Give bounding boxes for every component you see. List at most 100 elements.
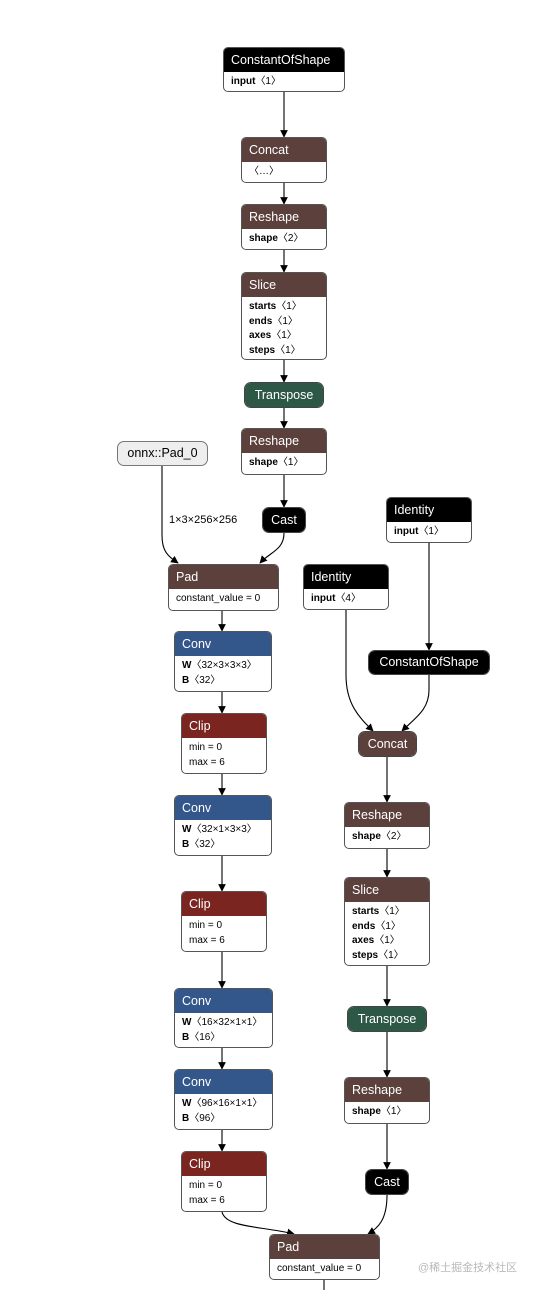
graph-input-node[interactable]: onnx::Pad_0	[117, 441, 208, 466]
attr-row: B〈32〉	[182, 674, 264, 689]
node-title: Concat	[242, 138, 326, 162]
attr-row: 〈…〉	[249, 165, 319, 180]
attr-row: input〈4〉	[311, 592, 381, 607]
node-conv[interactable]: Conv W〈16×32×1×1〉 B〈16〉	[174, 988, 273, 1048]
node-title: Conv	[175, 632, 271, 656]
attr-value: min = 0	[189, 1180, 223, 1191]
node-transpose[interactable]: Transpose	[347, 1006, 427, 1032]
attr-value: 〈96×16×1×1〉	[191, 1098, 263, 1109]
node-clip[interactable]: Clip min = 0 max = 6	[181, 891, 267, 952]
node-conv[interactable]: Conv W〈32×1×3×3〉 B〈32〉	[174, 795, 272, 856]
node-slice[interactable]: Slice starts〈1〉 ends〈1〉 axes〈1〉 steps〈1〉	[344, 877, 430, 966]
node-concat[interactable]: Concat	[358, 731, 417, 757]
node-clip[interactable]: Clip min = 0 max = 6	[181, 1151, 267, 1212]
attr-key: W	[182, 660, 192, 671]
attr-key: ends	[249, 315, 273, 327]
node-reshape[interactable]: Reshape shape〈1〉	[344, 1077, 430, 1124]
attr-row: min = 0	[189, 919, 259, 934]
node-reshape[interactable]: Reshape shape〈2〉	[344, 802, 430, 849]
attr-key: shape	[249, 233, 278, 244]
attr-value: 〈16〉	[189, 1031, 221, 1043]
attr-key: W	[182, 1098, 192, 1109]
node-clip[interactable]: Clip min = 0 max = 6	[181, 713, 267, 774]
edge	[221, 1211, 295, 1237]
attr-value: max = 6	[189, 934, 225, 946]
node-cast[interactable]: Cast	[262, 507, 306, 533]
attr-row: B〈96〉	[182, 1112, 265, 1127]
attr-key: shape	[352, 1106, 381, 1117]
node-identity[interactable]: Identity input〈1〉	[386, 497, 472, 543]
edge-label: 1×3×256×256	[169, 514, 238, 526]
attr-row: input〈1〉	[231, 75, 337, 90]
node-title: Identity	[304, 565, 388, 589]
attr-key: shape	[352, 831, 381, 842]
attr-key: axes	[352, 935, 375, 946]
node-concat[interactable]: Concat 〈…〉	[241, 137, 327, 183]
attr-key: W	[182, 824, 192, 835]
attr-key: W	[182, 1017, 192, 1028]
attr-row: constant_value = 0	[277, 1262, 372, 1277]
attr-value: constant_value = 0	[277, 1263, 362, 1274]
attr-row: steps〈1〉	[352, 949, 422, 964]
node-title: Conv	[175, 1070, 272, 1094]
watermark: @稀土掘金技术社区	[418, 1262, 518, 1274]
attr-row: W〈32×1×3×3〉	[182, 823, 264, 838]
node-title: Clip	[182, 892, 266, 916]
attr-key: ends	[352, 920, 376, 932]
node-title: Clip	[182, 1152, 266, 1176]
attr-row: shape〈2〉	[249, 232, 319, 247]
attr-value: 〈…〉	[249, 166, 279, 177]
node-transpose[interactable]: Transpose	[244, 382, 324, 408]
node-cast[interactable]: Cast	[365, 1169, 409, 1195]
node-title: Conv	[175, 796, 271, 820]
edge	[367, 1194, 388, 1235]
attr-row: min = 0	[189, 1179, 259, 1194]
node-slice[interactable]: Slice starts〈1〉 ends〈1〉 axes〈1〉 steps〈1〉	[241, 272, 327, 360]
node-constantofshape[interactable]: ConstantOfShape	[368, 650, 490, 675]
edge	[401, 675, 430, 732]
attr-row: shape〈1〉	[352, 1105, 422, 1120]
attr-row: B〈32〉	[182, 838, 264, 853]
attr-value: 〈32〉	[189, 838, 221, 850]
attr-key: B	[182, 674, 190, 686]
node-reshape[interactable]: Reshape shape〈1〉	[241, 428, 327, 475]
node-reshape[interactable]: Reshape shape〈2〉	[241, 204, 327, 250]
attr-value: 〈1〉	[379, 906, 405, 917]
node-conv[interactable]: Conv W〈96×16×1×1〉 B〈96〉	[174, 1069, 273, 1130]
node-title: Pad	[169, 565, 278, 589]
attr-value: max = 6	[189, 1194, 225, 1206]
node-title: ConstantOfShape	[224, 48, 344, 72]
node-conv[interactable]: Conv W〈32×3×3×3〉 B〈32〉	[174, 631, 272, 692]
node-pad[interactable]: Pad constant_value = 0	[269, 1234, 380, 1280]
node-title: Pad	[270, 1235, 379, 1259]
node-identity[interactable]: Identity input〈4〉	[303, 564, 389, 610]
attr-value: 〈16×32×1×1〉	[191, 1017, 263, 1028]
attr-key: B	[182, 1031, 190, 1043]
node-title: Conv	[175, 989, 272, 1013]
attr-row: W〈96×16×1×1〉	[182, 1097, 265, 1112]
node-constantofshape[interactable]: ConstantOfShape input〈1〉	[223, 47, 345, 92]
node-title: Reshape	[242, 429, 326, 453]
attr-value: 〈96〉	[189, 1112, 221, 1124]
attr-key: B	[182, 838, 190, 850]
attr-value: 〈4〉	[335, 593, 361, 604]
attr-value: constant_value = 0	[176, 593, 261, 604]
attr-value: 〈1〉	[272, 315, 298, 327]
attr-value: 〈1〉	[276, 301, 302, 312]
node-pad[interactable]: Pad constant_value = 0	[168, 564, 279, 611]
attr-key: starts	[352, 906, 380, 917]
attr-value: 〈2〉	[380, 831, 407, 842]
attr-row: B〈16〉	[182, 1031, 265, 1046]
attr-row: ends〈1〉	[352, 920, 422, 935]
attr-key: input	[394, 526, 419, 537]
attr-key: shape	[249, 457, 278, 468]
attr-value: 〈1〉	[275, 344, 301, 356]
attr-key: steps	[352, 949, 379, 961]
node-title: Slice	[242, 273, 326, 297]
attr-row: W〈32×3×3×3〉	[182, 659, 264, 674]
attr-row: max = 6	[189, 756, 259, 771]
attr-value: 〈1〉	[277, 457, 304, 468]
attr-row: steps〈1〉	[249, 344, 319, 359]
attr-row: starts〈1〉	[352, 905, 422, 920]
